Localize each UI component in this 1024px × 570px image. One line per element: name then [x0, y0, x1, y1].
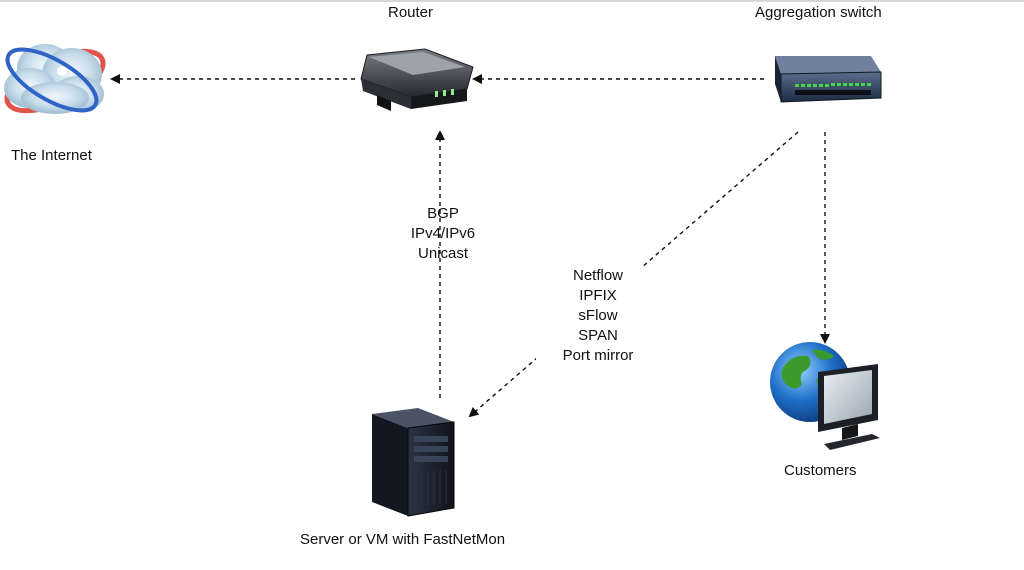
flow-line: IPFIX: [579, 287, 617, 304]
router-label: Router: [388, 4, 434, 21]
globe-monitor-icon: [770, 342, 880, 450]
switch-ports-icon: [795, 83, 871, 87]
router-icon: [360, 48, 474, 111]
flow-line: sFlow: [578, 307, 618, 324]
flow-line: Port mirror: [562, 347, 634, 364]
bgp-edge-label: BGP IPv4/IPv6 Unicast: [380, 204, 506, 264]
top-divider: [0, 0, 1024, 2]
customers-label: Customers: [784, 462, 857, 479]
cloud-globe-icon: [4, 44, 106, 114]
aggregation-switch-label: Aggregation switch: [755, 4, 882, 21]
bgp-line: BGP: [427, 205, 459, 222]
server-tower-icon: [372, 408, 455, 517]
server-label: Server or VM with FastNetMon: [300, 531, 506, 548]
flow-line: Netflow: [572, 267, 624, 284]
internet-label: The Internet: [11, 147, 92, 164]
bgp-line: Unicast: [417, 245, 469, 262]
network-switch-icon: [775, 56, 882, 103]
bgp-line: IPv4/IPv6: [410, 225, 476, 242]
flow-line: SPAN: [578, 327, 618, 344]
flow-edge-label: Netflow IPFIX sFlow SPAN Port mirror: [536, 266, 660, 366]
